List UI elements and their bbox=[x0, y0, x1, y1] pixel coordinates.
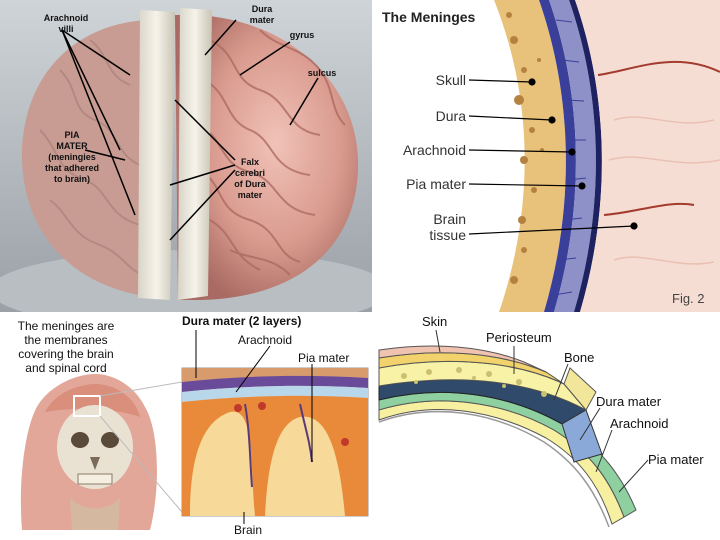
label-pia-2: MATER bbox=[56, 141, 88, 151]
label-arachnoid-layers: Arachnoid bbox=[610, 416, 669, 431]
label-arachnoid: Arachnoid bbox=[403, 142, 466, 158]
brain-photo-panel: Arachnoid villi Dura mater gyrus sulcus … bbox=[0, 0, 372, 312]
label-dura: Dura bbox=[436, 108, 467, 124]
label-dura-2-layers: Dura mater (2 layers) bbox=[182, 314, 301, 328]
label-pia-5: to brain) bbox=[54, 174, 90, 184]
layers-panel: Skin Periosteum Bone Dura mater Arachnoi… bbox=[374, 312, 720, 540]
label-brain-2: tissue bbox=[429, 227, 466, 243]
label-periosteum: Periosteum bbox=[486, 330, 552, 345]
label-pia-3: (meningies bbox=[48, 152, 96, 162]
label-pia-mater-layers: Pia mater bbox=[648, 452, 704, 467]
section-title: The Meninges bbox=[382, 9, 476, 25]
label-falx-1: Falx bbox=[241, 157, 259, 167]
label-arachnoid-villi-2: villi bbox=[58, 24, 73, 34]
caption-4: and spinal cord bbox=[25, 361, 106, 375]
label-pia-1: PIA bbox=[64, 130, 80, 140]
layers-illustration: Skin Periosteum Bone Dura mater Arachnoi… bbox=[374, 312, 720, 540]
label-dura-mater-layers: Dura mater bbox=[596, 394, 662, 409]
meninges-section-illustration: The Meninges Skull Dura Arachnoid Pia ma… bbox=[374, 0, 720, 312]
label-falx-4: mater bbox=[238, 190, 263, 200]
head-section-illustration: The meninges are the membranes covering … bbox=[0, 312, 372, 540]
label-pia-4: that adhered bbox=[45, 163, 99, 173]
label-arachnoid-villi-1: Arachnoid bbox=[44, 13, 89, 23]
label-falx-3: of Dura bbox=[234, 179, 266, 189]
label-falx-2: cerebri bbox=[235, 168, 265, 178]
label-brain-head: Brain bbox=[234, 523, 262, 537]
label-brain-1: Brain bbox=[433, 211, 466, 227]
figure-number: Fig. 2 bbox=[672, 291, 705, 306]
label-pia-mater: Pia mater bbox=[406, 176, 466, 192]
label-pia-head: Pia mater bbox=[298, 351, 349, 365]
caption-1: The meninges are bbox=[18, 319, 115, 333]
caption-3: covering the brain bbox=[18, 347, 113, 361]
label-bone: Bone bbox=[564, 350, 594, 365]
caption-2: the membranes bbox=[24, 333, 107, 347]
label-dura-mater-2: mater bbox=[250, 15, 275, 25]
brain-photo-illustration: Arachnoid villi Dura mater gyrus sulcus … bbox=[0, 0, 372, 312]
label-sulcus: sulcus bbox=[308, 68, 337, 78]
label-dura-mater-1: Dura bbox=[252, 4, 273, 14]
label-skull: Skull bbox=[436, 72, 466, 88]
label-arachnoid-head: Arachnoid bbox=[238, 333, 292, 347]
label-skin: Skin bbox=[422, 314, 447, 329]
meninges-section-panel: The Meninges Skull Dura Arachnoid Pia ma… bbox=[374, 0, 720, 312]
head-section-panel: The meninges are the membranes covering … bbox=[0, 312, 372, 540]
label-gyrus: gyrus bbox=[290, 30, 315, 40]
